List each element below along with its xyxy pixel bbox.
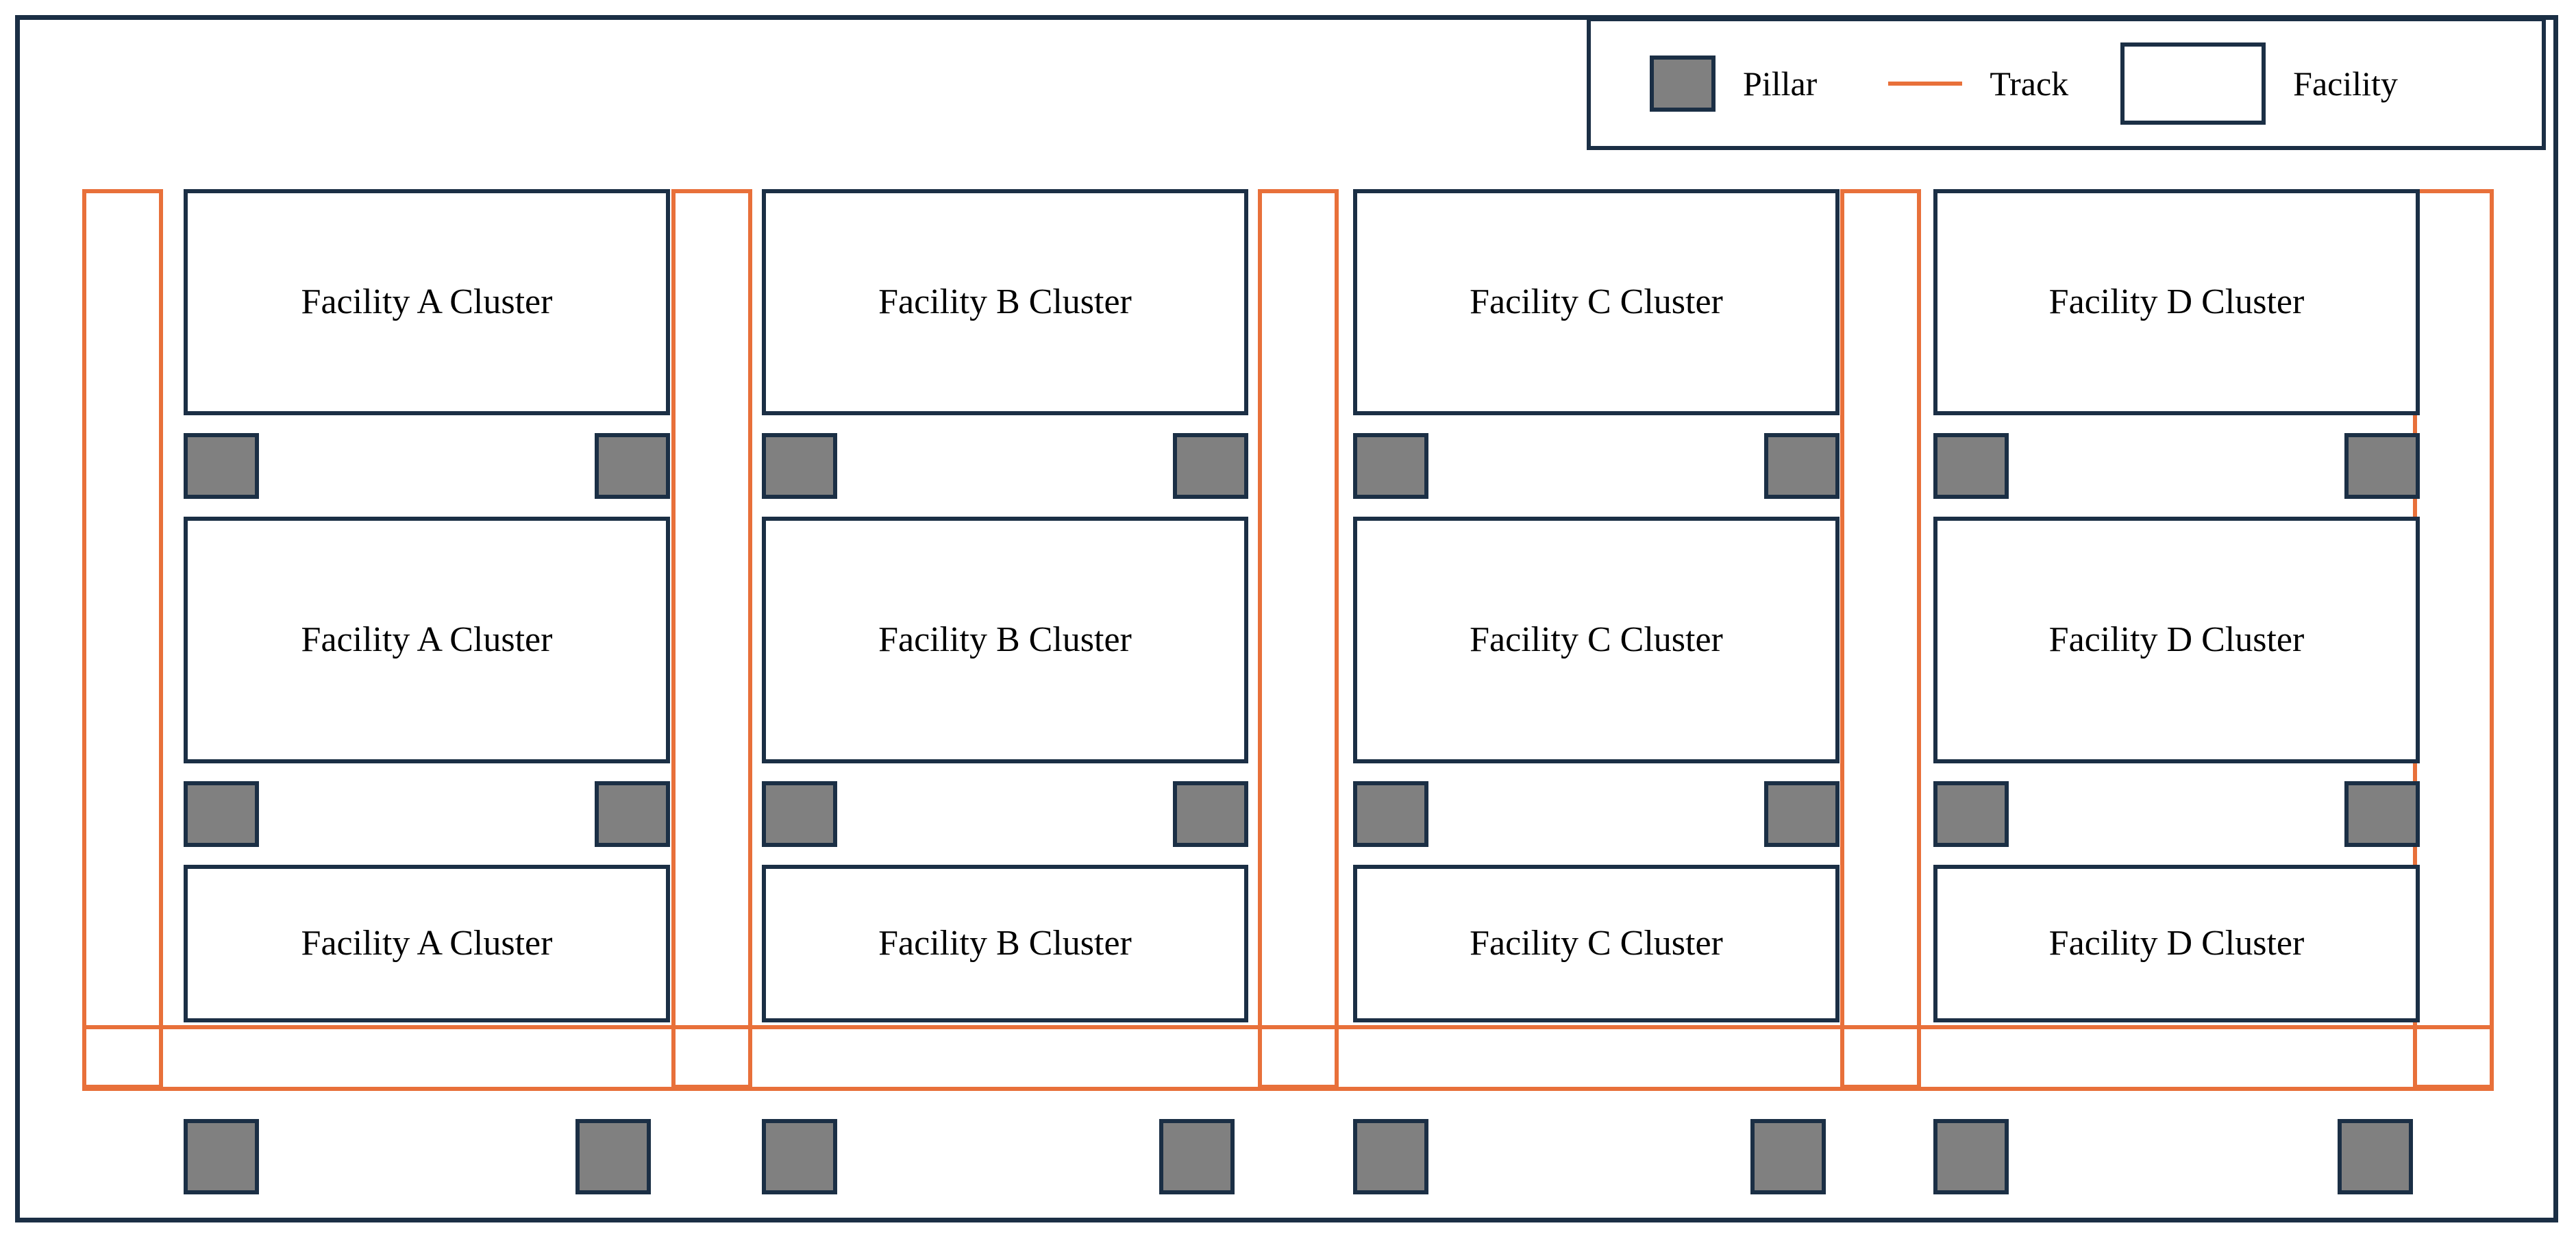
- pillar-divider-row: [762, 433, 1248, 499]
- spacer: [1933, 847, 2420, 865]
- legend-label-facility: Facility: [2293, 64, 2398, 103]
- pillar[interactable]: [1353, 781, 1428, 847]
- pillar[interactable]: [2338, 1119, 2413, 1194]
- facility-box[interactable]: Facility B Cluster: [762, 517, 1248, 763]
- pillar[interactable]: [762, 1119, 837, 1194]
- track-loop-4: [1840, 189, 1921, 1089]
- track-line-swatch-icon: [1888, 82, 1963, 86]
- diagram-outer-frame: [15, 15, 2558, 1222]
- facility-box[interactable]: Facility C Cluster: [1353, 865, 1840, 1022]
- pillar-divider-row: [762, 781, 1248, 847]
- spacer: [184, 847, 670, 865]
- track-loop-3: [1258, 189, 1339, 1089]
- facility-label: Facility B Cluster: [878, 282, 1132, 321]
- facility-label: Facility B Cluster: [878, 620, 1132, 659]
- legend-item-track: Track: [1817, 21, 2068, 146]
- pillar[interactable]: [762, 433, 837, 499]
- facility-box[interactable]: Facility A Cluster: [184, 865, 670, 1022]
- facility-box[interactable]: Facility C Cluster: [1353, 189, 1840, 415]
- facility-box[interactable]: Facility B Cluster: [762, 189, 1248, 415]
- facility-label: Facility D Cluster: [2048, 282, 2305, 321]
- track-loop-5: [2413, 189, 2494, 1089]
- pillar[interactable]: [1353, 433, 1428, 499]
- spacer: [184, 415, 670, 433]
- facility-label: Facility C Cluster: [1470, 924, 1723, 963]
- facility-box[interactable]: Facility D Cluster: [1933, 189, 2420, 415]
- pillar[interactable]: [575, 1119, 651, 1194]
- pillar[interactable]: [595, 433, 670, 499]
- facility-box[interactable]: Facility C Cluster: [1353, 517, 1840, 763]
- facility-box[interactable]: Facility B Cluster: [762, 865, 1248, 1022]
- pillar[interactable]: [1764, 433, 1840, 499]
- pillar[interactable]: [184, 433, 259, 499]
- pillar[interactable]: [595, 781, 670, 847]
- spacer: [1353, 415, 1840, 433]
- track-rail-upper: [82, 1025, 2494, 1029]
- legend-item-pillar: Pillar: [1591, 21, 1817, 146]
- pillar[interactable]: [184, 781, 259, 847]
- pillar[interactable]: [184, 1119, 259, 1194]
- facility-swatch-icon: [2120, 42, 2266, 125]
- facility-box[interactable]: Facility D Cluster: [1933, 865, 2420, 1022]
- facility-label: Facility D Cluster: [2048, 924, 2305, 963]
- pillar[interactable]: [1933, 433, 2009, 499]
- track-loop-2: [671, 189, 752, 1089]
- pillar-divider-row: [1353, 433, 1840, 499]
- pillar[interactable]: [1353, 1119, 1428, 1194]
- spacer: [762, 415, 1248, 433]
- pillar-divider-row: [184, 781, 670, 847]
- spacer: [762, 847, 1248, 865]
- facility-box[interactable]: Facility A Cluster: [184, 189, 670, 415]
- track-loop-1: [82, 189, 163, 1089]
- legend-item-facility: Facility: [2068, 21, 2398, 146]
- legend-label-track: Track: [1990, 64, 2069, 103]
- pillar[interactable]: [1173, 433, 1248, 499]
- spacer: [762, 763, 1248, 781]
- facility-label: Facility A Cluster: [301, 282, 553, 321]
- facility-label: Facility A Cluster: [301, 924, 553, 963]
- pillar-swatch-icon: [1650, 56, 1716, 112]
- spacer: [1933, 763, 2420, 781]
- pillar[interactable]: [1159, 1119, 1235, 1194]
- pillar-divider-row: [1353, 781, 1840, 847]
- facility-label: Facility B Cluster: [878, 924, 1132, 963]
- pillar-divider-row: [184, 433, 670, 499]
- pillar[interactable]: [1764, 781, 1840, 847]
- spacer: [1353, 763, 1840, 781]
- pillar-divider-row: [1933, 781, 2420, 847]
- pillar[interactable]: [2344, 781, 2420, 847]
- spacer: [184, 763, 670, 781]
- pillar[interactable]: [1750, 1119, 1826, 1194]
- facility-box[interactable]: Facility D Cluster: [1933, 517, 2420, 763]
- pillar[interactable]: [1173, 781, 1248, 847]
- facility-label: Facility A Cluster: [301, 620, 553, 659]
- spacer: [1933, 499, 2420, 517]
- legend: Pillar Track Facility: [1587, 17, 2546, 150]
- spacer: [762, 499, 1248, 517]
- pillar[interactable]: [1933, 1119, 2009, 1194]
- legend-label-pillar: Pillar: [1743, 64, 1818, 103]
- pillar[interactable]: [1933, 781, 2009, 847]
- facility-label: Facility D Cluster: [2048, 620, 2305, 659]
- facility-label: Facility C Cluster: [1470, 282, 1723, 321]
- pillar[interactable]: [762, 781, 837, 847]
- spacer: [184, 499, 670, 517]
- facility-box[interactable]: Facility A Cluster: [184, 517, 670, 763]
- spacer: [1353, 847, 1840, 865]
- facility-label: Facility C Cluster: [1470, 620, 1723, 659]
- pillar[interactable]: [2344, 433, 2420, 499]
- spacer: [1353, 499, 1840, 517]
- track-rail-lower: [82, 1087, 2494, 1091]
- pillar-divider-row: [1933, 433, 2420, 499]
- spacer: [1933, 415, 2420, 433]
